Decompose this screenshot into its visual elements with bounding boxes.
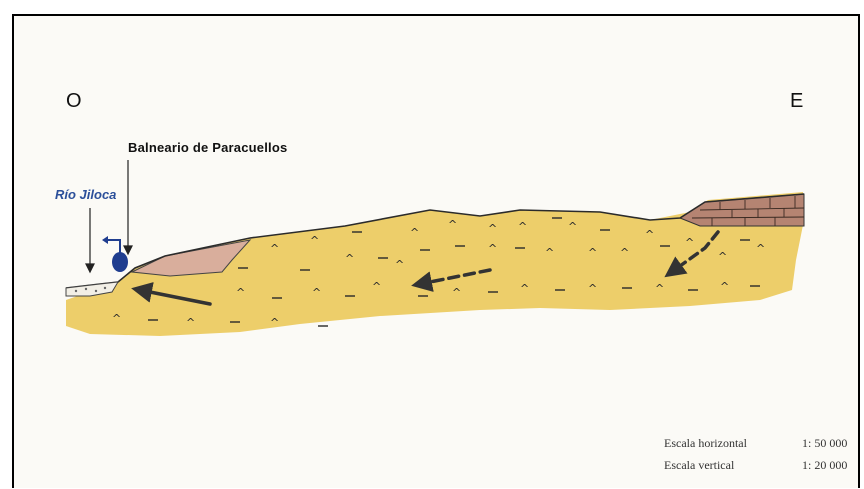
gypsum-symbol-icon: ^ bbox=[410, 226, 419, 239]
gypsum-symbol-icon: ^ bbox=[520, 282, 529, 295]
gypsum-symbol-icon: ^ bbox=[186, 316, 195, 329]
gypsum-symbol-icon: ^ bbox=[718, 250, 727, 263]
gypsum-symbol-icon: ^ bbox=[395, 258, 404, 271]
gypsum-symbol-icon: ^ bbox=[452, 286, 461, 299]
vertical-scale-label: Escala vertical bbox=[664, 458, 734, 473]
gypsum-symbol-icon: ^ bbox=[112, 312, 121, 325]
gypsum-symbol-icon: ^ bbox=[372, 280, 381, 293]
gypsum-symbol-icon: ^ bbox=[448, 218, 457, 231]
gypsum-symbol-icon: ^ bbox=[270, 316, 279, 329]
horizontal-scale-label: Escala horizontal bbox=[664, 436, 747, 451]
gypsum-symbol-icon: ^ bbox=[345, 252, 354, 265]
river-leader-arrow-icon bbox=[86, 264, 94, 272]
gypsum-symbol-icon: ^ bbox=[545, 246, 554, 259]
gypsum-symbol-icon: ^ bbox=[588, 246, 597, 259]
gypsum-symbol-icon: ^ bbox=[236, 286, 245, 299]
river-label: Río Jiloca bbox=[55, 187, 116, 202]
gypsum-symbol-icon: ^ bbox=[488, 222, 497, 235]
gypsum-symbol-icon: ^ bbox=[270, 242, 279, 255]
gypsum-symbol-icon: ^ bbox=[685, 236, 694, 249]
scale-legend: Escala horizontal 1: 50 000 Escala verti… bbox=[664, 436, 864, 476]
gypsum-symbol-icon: ^ bbox=[645, 228, 654, 241]
gypsum-symbol-icon: ^ bbox=[720, 280, 729, 293]
gypsum-symbol-icon: ^ bbox=[756, 242, 765, 255]
spa-label: Balneario de Paracuellos bbox=[128, 140, 287, 155]
gypsum-symbol-icon: ^ bbox=[620, 246, 629, 259]
gypsum-symbol-icon: ^ bbox=[655, 282, 664, 295]
gypsum-symbol-icon: ^ bbox=[488, 242, 497, 255]
compass-west-label: O bbox=[66, 90, 82, 113]
vertical-scale-value: 1: 20 000 bbox=[802, 458, 847, 473]
spa-leader-arrow-icon bbox=[124, 246, 132, 254]
gypsum-symbol-icon: ^ bbox=[310, 234, 319, 247]
horizontal-scale-value: 1: 50 000 bbox=[802, 436, 847, 451]
gypsum-symbol-icon: ^ bbox=[588, 282, 597, 295]
gypsum-symbol-icon: ^ bbox=[312, 286, 321, 299]
spring-icon bbox=[102, 236, 128, 272]
gypsum-symbol-icon: ^ bbox=[568, 220, 577, 233]
compass-east-label: E bbox=[790, 90, 803, 113]
gypsum-symbol-icon: ^ bbox=[518, 220, 527, 233]
